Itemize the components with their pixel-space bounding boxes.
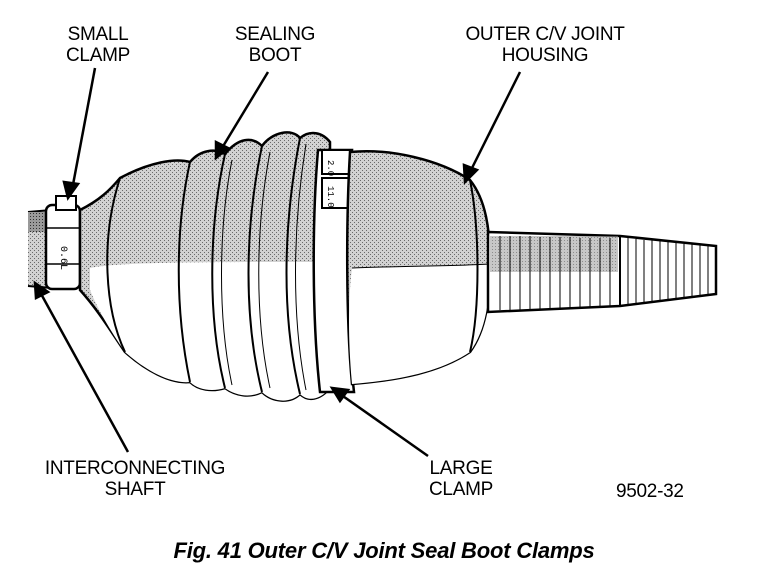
large-clamp-label-line1: LARGE bbox=[429, 458, 493, 479]
sealing-boot-label-line2: BOOT bbox=[248, 45, 302, 66]
outer-housing-label-line2: HOUSING bbox=[501, 45, 589, 66]
small-clamp-arrow bbox=[70, 67, 97, 191]
sealing-boot-label: SEALING BOOT bbox=[220, 24, 330, 66]
small-clamp: 0.6L bbox=[44, 195, 82, 291]
shaft-arrow bbox=[38, 291, 130, 453]
svg-text:2.0: 2.0 bbox=[325, 160, 335, 176]
outer-cv-joint-housing bbox=[345, 150, 492, 386]
sealing-boot-arrow bbox=[220, 71, 270, 149]
large-clamp-arrow bbox=[339, 392, 429, 458]
leader-arrows bbox=[33, 67, 522, 458]
small-clamp-label-line2: CLAMP bbox=[66, 45, 130, 66]
outer-housing-label-line1: OUTER C/V JOINT bbox=[465, 24, 625, 45]
sealing-boot-label-line1: SEALING bbox=[234, 24, 316, 45]
svg-text:11.0: 11.0 bbox=[325, 186, 335, 208]
small-clamp-label-line1: SMALL bbox=[67, 24, 129, 45]
figure-code: 9502-32 bbox=[616, 481, 684, 502]
svg-text:0.6L: 0.6L bbox=[57, 246, 68, 270]
stub-axle bbox=[486, 230, 718, 314]
outer-housing-label: OUTER C/V JOINT HOUSING bbox=[440, 24, 650, 66]
large-clamp-label: LARGE CLAMP bbox=[396, 458, 526, 500]
sealing-boot bbox=[78, 131, 332, 402]
figure-caption: Fig. 41 Outer C/V Joint Seal Boot Clamps bbox=[173, 538, 595, 563]
small-clamp-label: SMALL CLAMP bbox=[48, 24, 148, 66]
shaft-label-line2: SHAFT bbox=[104, 479, 166, 500]
housing-arrow bbox=[468, 71, 522, 173]
shaft-label-line1: INTERCONNECTING bbox=[44, 458, 226, 479]
large-clamp-label-line2: CLAMP bbox=[429, 479, 493, 500]
interconnecting-shaft-label: INTERCONNECTING SHAFT bbox=[20, 458, 250, 500]
large-clamp: 2.0 11.0 bbox=[312, 148, 356, 394]
